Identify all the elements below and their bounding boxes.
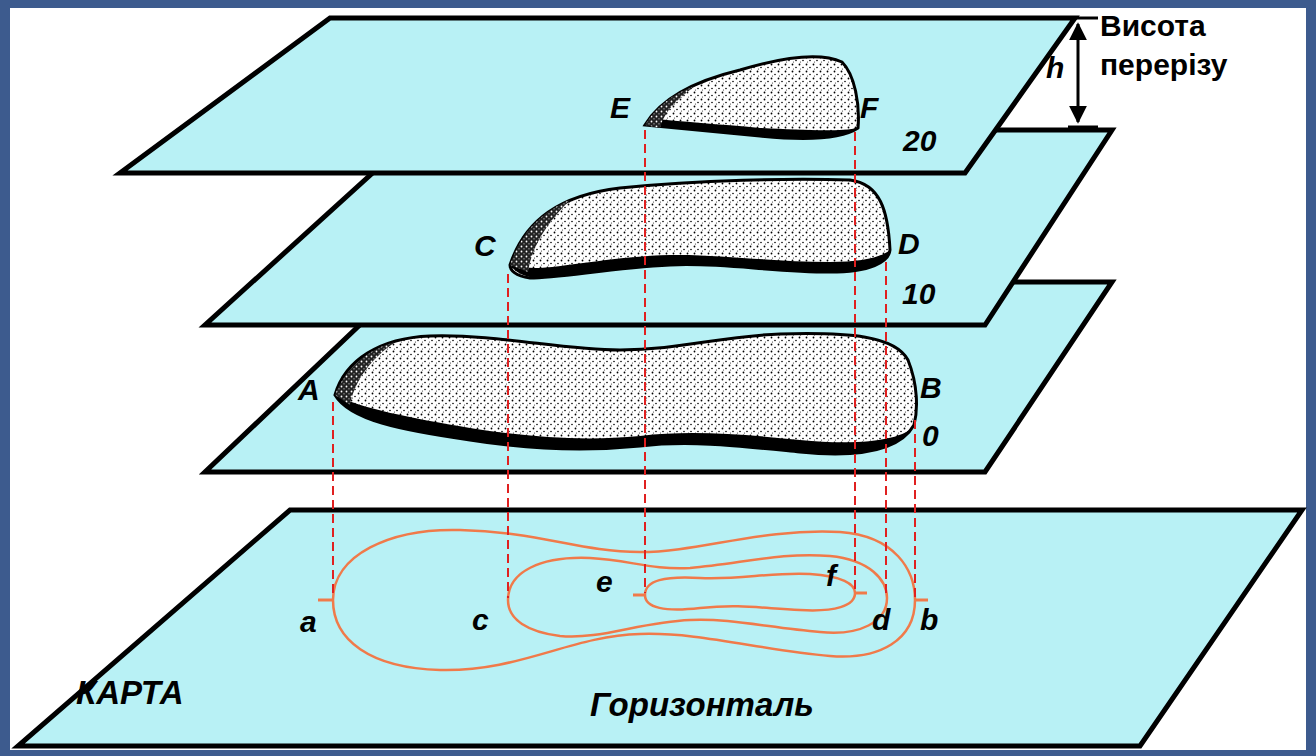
- figure-label: КАРТА: [76, 676, 184, 711]
- figure-label: F: [860, 92, 878, 124]
- hill-shade: [510, 200, 570, 272]
- figure-label: h: [1046, 52, 1064, 84]
- figure-label: Висота перерізу: [1100, 6, 1270, 84]
- figure-label: d: [872, 604, 890, 636]
- hill-section: [335, 334, 916, 454]
- figure-label: 0: [922, 420, 939, 452]
- hill-shade: [335, 342, 395, 405]
- contour-lines: [333, 530, 915, 670]
- figure-label: c: [472, 604, 489, 636]
- figure-label: D: [898, 228, 920, 260]
- figure-label: a: [300, 606, 317, 638]
- figure-label: Горизонталь: [590, 688, 814, 723]
- contour-ticks: [318, 593, 928, 600]
- map-plane: [18, 510, 1302, 746]
- hill-shadow: [510, 250, 890, 278]
- figure-label: A: [298, 374, 320, 406]
- hill-shadow: [335, 395, 914, 454]
- figure-label: B: [920, 372, 942, 404]
- figure-label: b: [920, 604, 938, 636]
- section-height-arrow: [1068, 18, 1098, 127]
- figure-label: 20: [903, 125, 936, 157]
- hill-shadow: [645, 118, 858, 138]
- figure-label: C: [474, 230, 496, 262]
- projection-lines: [333, 130, 915, 598]
- figure-label: f: [826, 560, 836, 592]
- ground: [10, 8, 1306, 750]
- hill-section: [645, 57, 858, 138]
- hill-shade: [645, 86, 695, 128]
- figure-label: e: [596, 566, 613, 598]
- hill-section: [510, 179, 890, 278]
- figure-label: 10: [902, 278, 935, 310]
- section-plane: [120, 18, 1075, 173]
- figure-label: E: [610, 92, 630, 124]
